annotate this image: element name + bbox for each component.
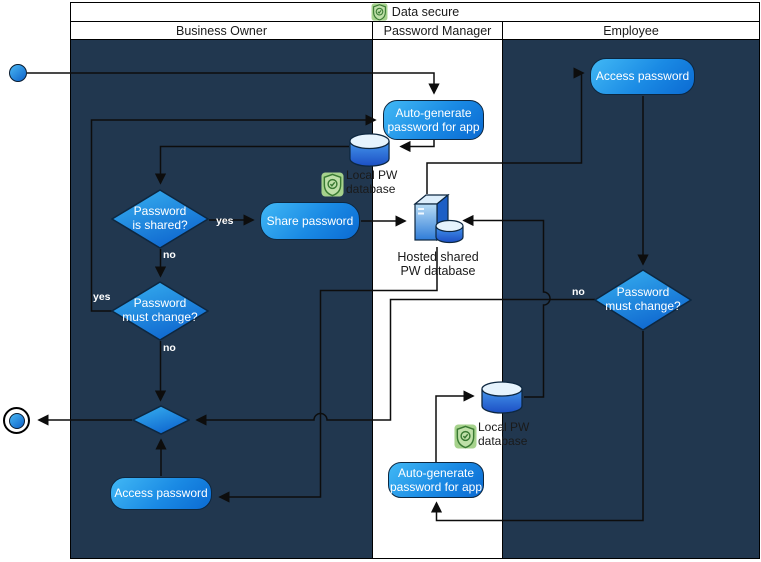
- database-local-top[interactable]: [348, 132, 391, 173]
- lane-header-business-owner: Business Owner: [70, 21, 372, 40]
- server-hosted-db[interactable]: [411, 193, 467, 253]
- server-icon: [413, 193, 464, 244]
- database-icon: [481, 381, 523, 414]
- pool-title: Data secure: [391, 5, 460, 19]
- edge-label-is-shared-no: no: [163, 249, 176, 261]
- task-access-password-owner[interactable]: Access password: [110, 477, 212, 510]
- shield-local-db-top: [321, 172, 344, 202]
- edge-label-owner-change-yes: yes: [93, 291, 111, 303]
- edge-label-owner-change-no: no: [163, 342, 176, 354]
- server-hosted-db-label: Hosted shared PW database: [397, 250, 479, 279]
- decision-password-must-change-employee-label: Password must change?: [605, 285, 681, 313]
- task-share-password-label: Share password: [266, 213, 354, 228]
- task-auto-generate-bottom-label: Auto-generate password for app: [389, 465, 483, 494]
- shield-local-db-bottom: [454, 424, 477, 454]
- decision-password-must-change-employee[interactable]: Password must change?: [593, 269, 693, 331]
- shield-check-icon: [371, 3, 388, 21]
- task-access-password-owner-label: Access password: [114, 486, 208, 501]
- database-local-bottom-label: Local PW database: [478, 420, 530, 448]
- gateway-merge[interactable]: [131, 405, 191, 435]
- shield-check-icon: [454, 424, 477, 449]
- task-access-password-employee[interactable]: Access password: [590, 58, 695, 95]
- task-auto-generate-top-label: Auto-generate password for app: [387, 105, 480, 134]
- task-share-password[interactable]: Share password: [260, 202, 360, 240]
- decision-password-must-change-owner[interactable]: Password must change?: [110, 281, 210, 341]
- decision-password-is-shared-label: Password is shared?: [132, 204, 188, 232]
- decision-password-must-change-owner-label: Password must change?: [122, 296, 198, 324]
- edge-label-employee-change-no: no: [572, 286, 585, 298]
- end-event-inner-circle: [8, 412, 25, 429]
- edge-label-is-shared-yes: yes: [216, 215, 234, 227]
- pool-title-bar: Data secure: [70, 2, 760, 21]
- task-auto-generate-bottom[interactable]: Auto-generate password for app: [388, 462, 484, 498]
- decision-password-is-shared[interactable]: Password is shared?: [110, 189, 210, 249]
- database-local-bottom[interactable]: [480, 381, 524, 419]
- database-local-top-label: Local PW database: [346, 168, 398, 196]
- task-access-password-employee-label: Access password: [595, 69, 690, 84]
- task-auto-generate-top[interactable]: Auto-generate password for app: [383, 100, 484, 140]
- shield-check-icon: [321, 172, 344, 197]
- database-icon: [349, 133, 390, 167]
- diamond-shape: [131, 405, 191, 435]
- end-event-node[interactable]: [3, 407, 30, 434]
- lane-header-employee: Employee: [502, 21, 760, 40]
- diamond-shape: [593, 269, 693, 331]
- start-event-node[interactable]: [9, 64, 27, 82]
- lane-header-password-manager: Password Manager: [372, 21, 502, 40]
